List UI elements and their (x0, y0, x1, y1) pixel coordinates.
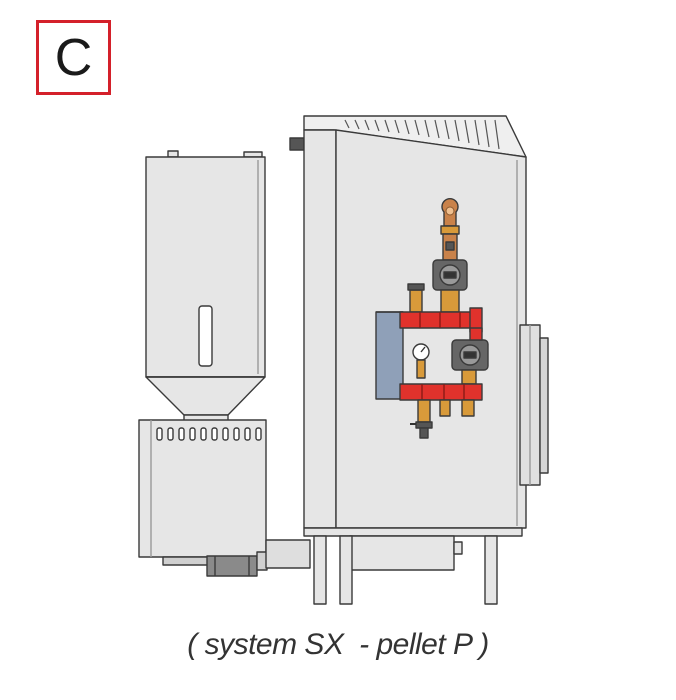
hydraulic-group-icon (375, 198, 489, 439)
diagram-caption: ( system SX - pellet P ) (187, 628, 489, 661)
circulation-pump-icon (451, 339, 489, 371)
pellet-hopper-icon (138, 150, 311, 577)
boiler-unit-icon (289, 115, 549, 605)
variant-letter: C (54, 28, 93, 87)
variant-badge: C (36, 20, 111, 95)
pressure-gauge-icon (412, 343, 430, 379)
circulation-pump-icon (432, 259, 468, 291)
